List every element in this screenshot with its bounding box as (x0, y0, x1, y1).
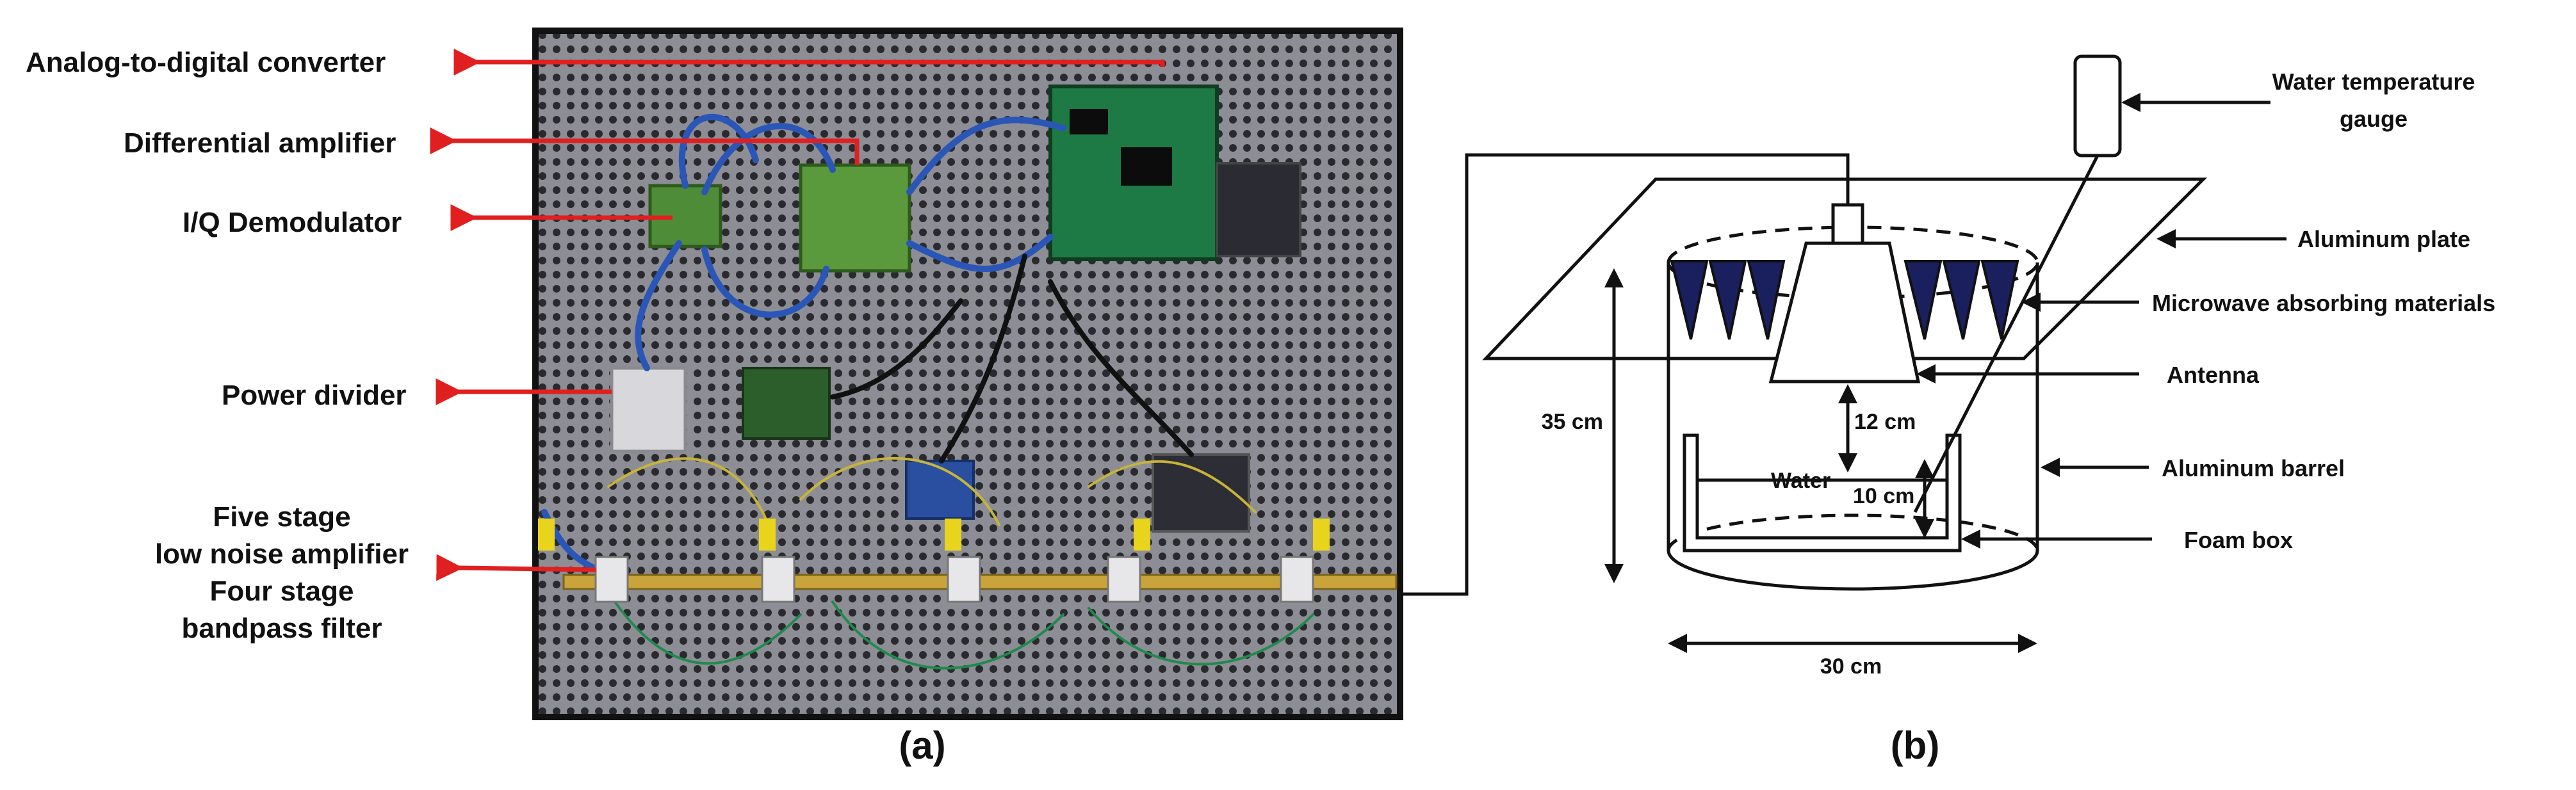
panel-a: Analog-to-digital converter Differential… (26, 28, 1403, 767)
dim-gap: 12 cm (1854, 410, 1916, 434)
label-plate: Aluminum plate (2297, 226, 2470, 252)
label-power-divider: Power divider (222, 380, 407, 411)
label-antenna: Antenna (2167, 362, 2260, 388)
label-diff-amp: Differential amplifier (124, 127, 396, 159)
dim-width: 30 cm (1820, 654, 1882, 679)
red-arrows (430, 49, 1165, 581)
label-gauge-2: gauge (2340, 106, 2408, 132)
power-divider-box (610, 366, 687, 453)
label-foam: Foam box (2184, 527, 2293, 553)
panel-b (1482, 54, 2287, 653)
label-lna-4: bandpass filter (182, 613, 382, 644)
label-lna-2: low noise amplifier (155, 538, 409, 570)
gauge-probe (1913, 154, 2099, 513)
label-water: Water (1771, 469, 1830, 493)
dim-height: 35 cm (1542, 410, 1603, 434)
cable-to-antenna (1400, 153, 1850, 596)
label-gauge-1: Water temperature (2272, 69, 2475, 95)
hardware-photo (532, 28, 1403, 720)
label-lna-3: Four stage (210, 576, 354, 607)
aluminum-plate (1482, 177, 2208, 360)
arrow-adc (453, 49, 1165, 76)
antenna-horn (1768, 241, 1921, 383)
panel-b-labels: Water temperature gauge Aluminum plate M… (1542, 69, 2496, 767)
label-iq: I/Q Demodulator (183, 207, 402, 238)
absorbers (1670, 260, 2019, 340)
antenna-feed (1831, 203, 1864, 245)
barrel-bottom-front (1667, 550, 2039, 591)
label-barrel: Aluminum barrel (2162, 455, 2345, 481)
caption-b: (b) (1891, 724, 1940, 767)
label-lna-1: Five stage (213, 501, 350, 533)
temperature-gauge (2073, 54, 2122, 157)
diff-amp-board (799, 163, 911, 273)
arrow-diff-amp (430, 127, 860, 165)
dim-water: 10 cm (1853, 484, 1914, 508)
caption-a: (a) (899, 724, 945, 767)
label-adc: Analog-to-digital converter (26, 47, 386, 78)
arrow-lna (436, 554, 596, 581)
foam-box (1683, 433, 1962, 552)
label-absorber: Microwave absorbing materials (2152, 290, 2495, 316)
